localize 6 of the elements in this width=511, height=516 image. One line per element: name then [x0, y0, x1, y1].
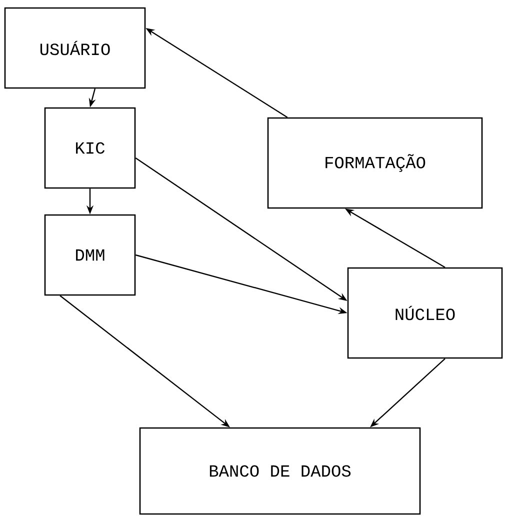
process-box: DMM — [44, 214, 136, 296]
process-box: NÚCLEO — [347, 267, 503, 359]
process-box: FORMATAÇÃO — [267, 117, 483, 209]
database-box: BANCO DE DADOS — [139, 427, 421, 515]
process-box: KIC — [44, 107, 136, 189]
process-box: USUÁRIO — [4, 7, 146, 89]
